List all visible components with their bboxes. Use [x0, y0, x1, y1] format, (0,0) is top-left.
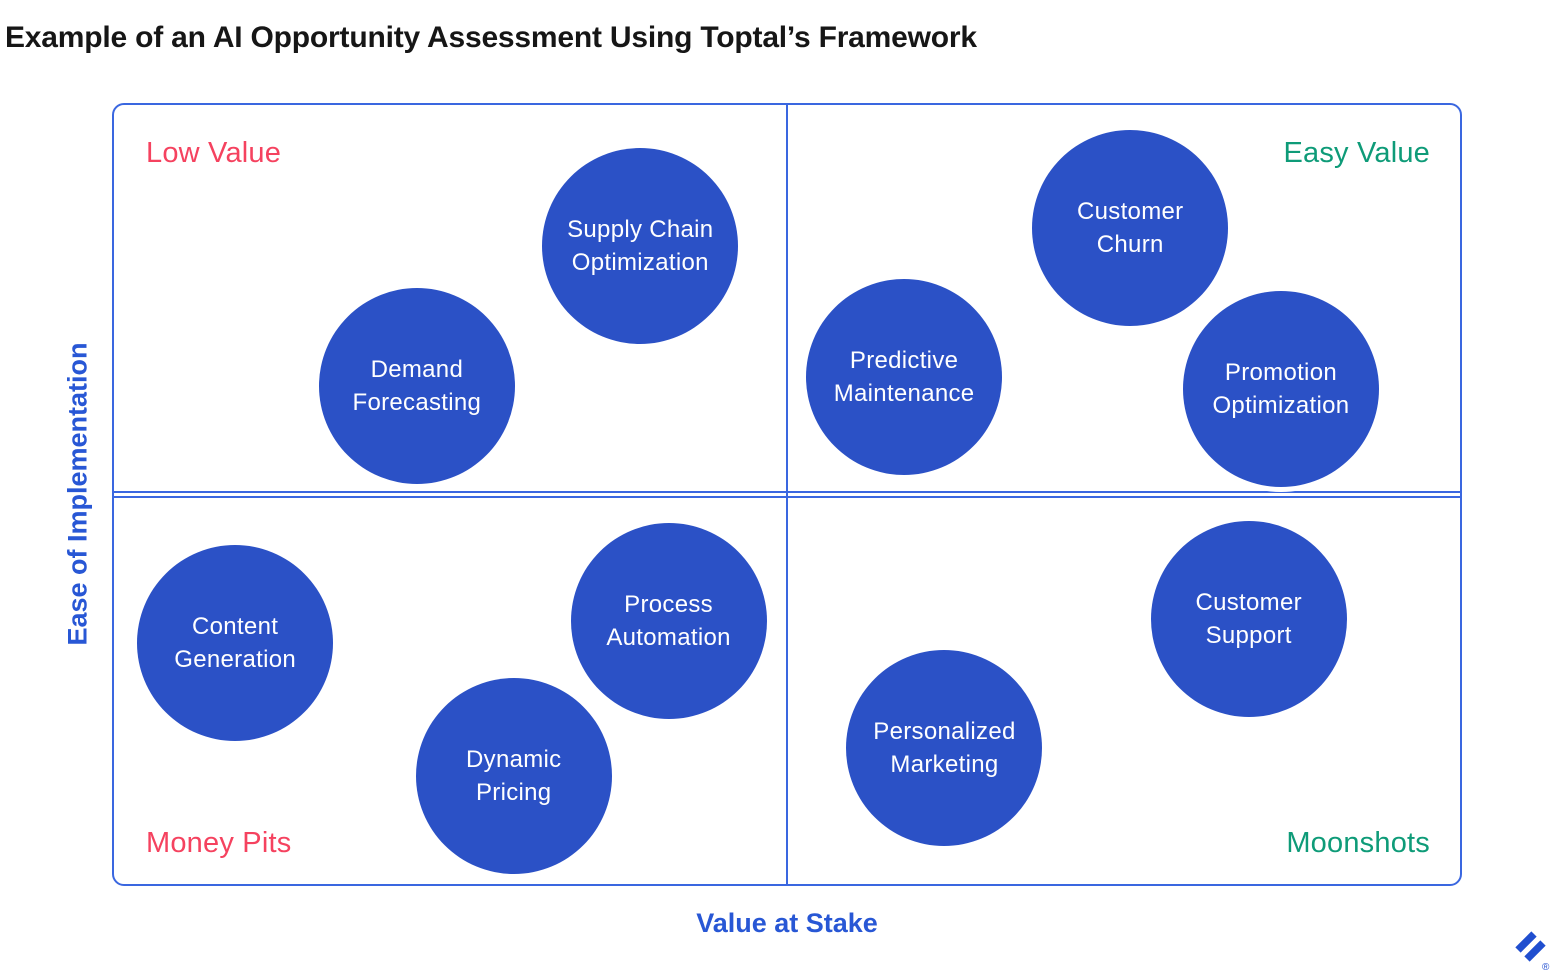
quadrant-label-low-value: Low Value: [146, 137, 282, 169]
horizontal-divider: [114, 490, 1460, 498]
quadrant-label-easy-value: Easy Value: [1283, 137, 1430, 169]
page-title: Example of an AI Opportunity Assessment …: [5, 21, 977, 55]
y-axis-label: Ease of Implementation: [62, 342, 93, 646]
toptal-logo-bar-top: [1515, 931, 1537, 953]
toptal-logo-icon: ®: [1515, 931, 1550, 973]
vertical-divider: [786, 105, 788, 884]
quadrant-label-moonshots: Moonshots: [1286, 827, 1430, 859]
quadrant-chart: Low Value Easy Value Money Pits Moonshot…: [112, 103, 1462, 886]
toptal-logo-bar-bottom: [1524, 940, 1546, 962]
x-axis-label: Value at Stake: [696, 908, 878, 938]
quadrant-label-money-pits: Money Pits: [146, 827, 292, 859]
registered-trademark-glyph: ®: [1542, 962, 1550, 973]
